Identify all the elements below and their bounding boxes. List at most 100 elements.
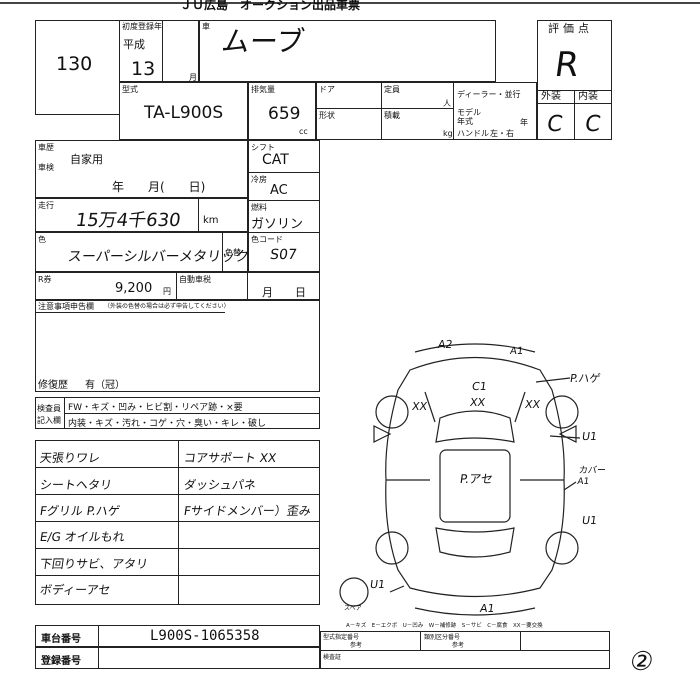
diagram-label-bumper: カバー A1 [576,466,607,487]
model-value: TA-L900S [144,103,224,123]
specs-h2 [248,200,320,201]
page-title: ＪＵ広島 オークション出品車票 [180,0,361,12]
annotation-line-bumper [563,481,577,491]
color-change-divider [222,232,223,272]
annotation-line-u1a [549,435,581,439]
misc-v2 [453,82,454,140]
diagram-label-xx1: XX [411,400,428,413]
diagram-label-u1a: U1 [581,430,598,443]
condition-check-label: 検査員 [37,404,61,413]
load-unit: kg [443,129,453,138]
color-code-value: S07 [268,247,298,263]
spare-tire [339,577,369,607]
remark-right-2: Fサイドメンバー）歪み [182,504,312,518]
diagram-label-xx-center: XX [469,396,486,409]
vehicle-history-label: 車歴 [38,143,54,152]
mileage-value: 15万4千630 [74,210,182,231]
registration-number-box [35,647,320,669]
handle-value: 左・右 [490,129,514,138]
car-mirror-right [558,425,577,443]
diagram-label-a1-bottom: A1 [479,602,496,615]
displacement-unit: cc [299,127,308,136]
form-v1 [420,631,421,650]
registration-label: 初度登録年 [122,22,162,31]
form-label-2: 類別区分番号 [424,634,461,641]
color-box [35,232,248,272]
diagram-label-a1-top: A1 [509,346,524,357]
wheel-front-right [545,395,579,429]
color-change-label: 色替 [225,248,241,257]
fuel-label: 燃料 [251,203,267,212]
car-name-value: ムーブ [219,25,307,58]
car-roof [439,449,511,523]
load-label: 積載 [384,111,400,120]
remark-left-5: ボディーアセ [38,583,112,597]
annotation-line-phage [535,377,571,383]
car-name-box [199,20,496,82]
displacement-value: 659 [268,104,301,124]
model-box [119,82,248,140]
condition-entry-label: 記入欄 [37,416,61,425]
misc-h1 [316,108,453,109]
tax-box [176,272,320,300]
shaken-value: 年 月( 日) [112,180,206,194]
dealer-label: ディーラー・並行 [457,90,521,99]
mileage-box [35,198,248,232]
car-body-outline [385,356,565,598]
notes-box [35,300,320,392]
car-hood-line-left [424,391,436,423]
remarks-h2 [35,494,320,495]
remark-left-1: シートヘタリ [38,478,113,492]
cert-label: 検査証 [323,654,342,661]
displacement-box [248,82,316,140]
remarks-h5 [35,575,320,576]
lot-number: 130 [56,53,93,75]
vehicle-history-value: 自家用 [70,153,103,166]
diagram-label-u1c: U1 [369,578,386,591]
repair-label: 修復歴 [38,380,68,391]
model-label: 型式 [122,85,138,94]
shift-label: シフト [251,143,275,152]
specs-h1 [248,172,320,173]
rating-label: 評価点 [548,22,593,35]
capacity-unit: 人 [443,99,451,108]
year-unit: 年 [520,118,528,127]
annotation-line-u1c [389,585,405,593]
condition-row2: 内装・キズ・汚れ・コゲ・穴・臭い・キレ・破し [68,419,267,429]
displacement-label: 排気量 [251,85,275,94]
diagram-label-xx2: XX [524,398,541,411]
remark-right-1: ダッシュパネ [182,478,257,492]
remarks-divider [178,440,179,605]
recycle-label: R券 [38,275,52,284]
registration-month-suffix: 月 [189,73,197,82]
car-outline-svg [339,343,581,616]
color-label: 色 [38,235,46,244]
misc-box [316,82,537,140]
recycle-value: 9,200 [115,281,153,296]
shaken-label: 車検 [38,163,54,172]
car-hood-line-right [514,391,526,423]
car-damage-diagram: A2 A1 XX C1 XX XX P.ハゲ U1 P.アセ カバー A1 U1… [330,330,620,630]
car-name-label: 車 [202,22,210,31]
remark-left-3: E/G オイルもれ [38,530,126,544]
fuel-value: ガソリン [251,217,304,232]
form-v2 [520,631,521,650]
diagram-legend: A－キズ E－エクボ U－凹み W－補修跡 S－サビ C－腐食 XX－要交換 [346,623,543,629]
chassis-value: L900S-1065358 [150,628,260,644]
car-rear-bumper [414,607,536,616]
notes-header-rule [35,312,225,313]
remarks-h3 [35,521,320,522]
rating-exterior-label: 外装 [541,91,561,102]
diagram-label-center: P.アセ [458,472,494,486]
car-front-bumper [414,343,536,353]
misc-v1 [381,82,382,140]
tax-value: 月 日 [262,286,306,299]
handle-label: ハンドル [457,129,489,138]
specs-h3 [248,232,320,233]
form-label-1: 型式指定番号 [323,634,360,641]
rating-interior-label: 内装 [578,91,598,102]
repair-value: 有（冠） [85,380,125,391]
registration-number-label: 登録番号 [41,656,81,667]
remark-left-2: Fグリル P.ハゲ [38,504,121,518]
registration-divider [162,20,163,82]
